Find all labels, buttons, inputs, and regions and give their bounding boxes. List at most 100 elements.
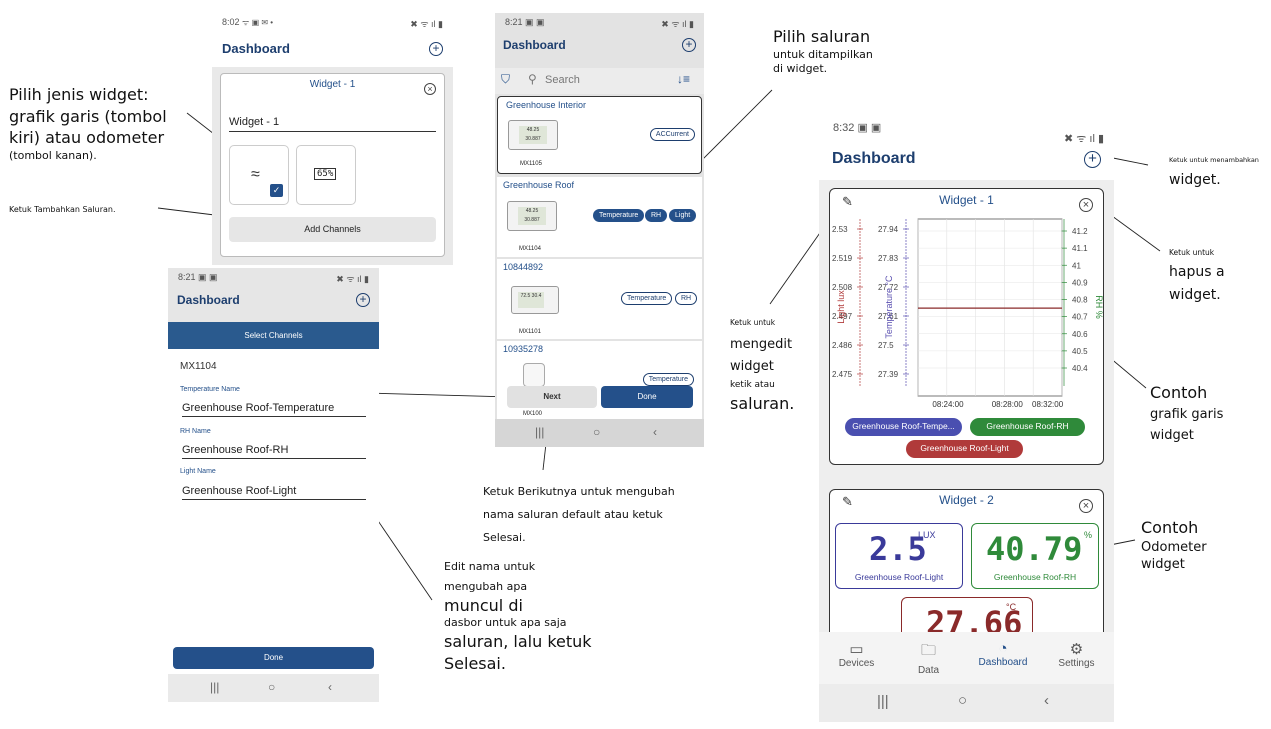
widget-title: Widget - 2 bbox=[939, 493, 994, 507]
tick-label: 40.8 bbox=[1072, 296, 1088, 305]
axis-title: Light lux bbox=[836, 290, 846, 324]
tick-label: 27.5 bbox=[878, 341, 894, 350]
annotation-add-widget: Ketuk untuk menambahkan widget. bbox=[1169, 156, 1259, 190]
widget-name-input[interactable]: Widget - 1 bbox=[229, 116, 436, 132]
legend-chip-temperature[interactable]: Greenhouse Roof-Tempe... bbox=[845, 418, 962, 436]
logger-image: 48.25 30.887 bbox=[507, 201, 557, 231]
odometer-light: 2.5 LUX Greenhouse Roof-Light bbox=[835, 523, 963, 589]
page-title: Dashboard bbox=[177, 293, 240, 307]
annotation-line: di widget. bbox=[773, 62, 828, 76]
tick-label: 40.9 bbox=[1072, 278, 1088, 287]
annotation-line: grafik garis bbox=[1150, 406, 1224, 422]
annotation-line: saluran, lalu ketuk bbox=[444, 632, 592, 652]
add-widget-icon[interactable]: + bbox=[1084, 151, 1101, 168]
status-bar: 8:02 ᯤ ▣ ✉ •✖ ᯤ ıl ▮ bbox=[222, 17, 443, 29]
annotation-line: untuk ditampilkan bbox=[773, 47, 873, 61]
field-label: Light Name bbox=[180, 468, 216, 475]
add-widget-icon[interactable]: + bbox=[429, 42, 443, 56]
legend-chip-rh[interactable]: Greenhouse Roof-RH bbox=[970, 418, 1085, 436]
add-widget-icon[interactable]: + bbox=[356, 293, 370, 307]
add-channels-button[interactable]: Add Channels bbox=[229, 217, 436, 242]
nav-data[interactable]: 🗀Data bbox=[901, 640, 956, 676]
axis-title: RH % bbox=[1094, 295, 1104, 319]
annotation-edit-widget: Ketuk untuk mengedit widget ketik atau s… bbox=[730, 318, 794, 415]
annotation-line: Ketuk Tambahkan Saluran. bbox=[9, 205, 116, 214]
annotation-line: Ketuk Berikutnya untuk mengubah bbox=[483, 485, 675, 498]
channel-pill-selected[interactable]: Temperature bbox=[593, 209, 645, 222]
filter-icon[interactable]: ⛉ bbox=[501, 72, 511, 86]
tick-label: 2.475 bbox=[832, 370, 853, 379]
annotation-delete-widget: Ketuk untuk hapus a widget. bbox=[1169, 248, 1225, 305]
odometer-button[interactable]: 65% bbox=[296, 145, 356, 205]
odometer-value: 40.79 bbox=[986, 530, 1083, 568]
annotation-line: Ketuk untuk bbox=[1169, 248, 1215, 257]
back-icon[interactable]: ‹ bbox=[328, 680, 332, 694]
nav-settings[interactable]: ⚙Settings bbox=[1049, 640, 1104, 669]
edit-icon[interactable]: ✎ bbox=[842, 494, 853, 509]
status-time: 8:21 bbox=[178, 272, 196, 282]
device-card[interactable]: Greenhouse Roof 48.25 30.887 MX1104 Temp… bbox=[497, 177, 702, 257]
device-card[interactable]: 10844892 72.5 30.4 MX1101 Temperature RH bbox=[497, 259, 702, 339]
annotation-line: nama saluran default atau ketuk bbox=[483, 508, 663, 522]
app-header bbox=[168, 286, 379, 322]
widget-title: Widget - 1 bbox=[939, 193, 994, 207]
tick-label: 41 bbox=[1072, 261, 1081, 270]
chart-canvas: 2.532.5192.5082.4972.4862.47527.9427.832… bbox=[832, 218, 1104, 409]
odometer-unit: % bbox=[1083, 530, 1092, 540]
light-name-input[interactable]: Greenhouse Roof-Light bbox=[182, 485, 366, 500]
annotation-widget-type: Pilih jenis widget: grafik garis (tombol… bbox=[9, 84, 189, 164]
nav-dashboard[interactable]: ◔Dashboard bbox=[972, 640, 1034, 668]
annotation-line: saluran. bbox=[730, 394, 795, 414]
screen-dashboard: 8:32 ▣ ▣✖ ᯤ ıl ▮ Dashboard + ✎ Widget - … bbox=[819, 105, 1114, 722]
legend-chip-light[interactable]: Greenhouse Roof-Light bbox=[906, 440, 1023, 458]
temperature-name-input[interactable]: Greenhouse Roof-Temperature bbox=[182, 402, 366, 417]
channel-pill-selected[interactable]: Light bbox=[669, 209, 697, 222]
close-icon[interactable]: × bbox=[1079, 499, 1093, 513]
home-icon[interactable]: ○ bbox=[268, 680, 276, 694]
home-icon[interactable]: ○ bbox=[958, 692, 968, 709]
back-icon[interactable]: ‹ bbox=[1044, 692, 1049, 709]
annotation-next-done: Ketuk Berikutnya untuk mengubah nama sal… bbox=[483, 480, 675, 549]
recent-apps-icon[interactable]: ||| bbox=[877, 693, 889, 710]
tick-label: 2.497 bbox=[832, 312, 853, 321]
close-icon[interactable]: × bbox=[424, 83, 436, 95]
add-widget-icon[interactable]: + bbox=[682, 38, 696, 52]
tick-label: 40.7 bbox=[1072, 313, 1088, 322]
field-label: Temperature Name bbox=[180, 386, 240, 393]
channel-pill[interactable]: RH bbox=[675, 292, 698, 305]
checkmark-icon: ✓ bbox=[270, 184, 283, 197]
close-icon[interactable]: × bbox=[1079, 198, 1093, 212]
done-button[interactable]: Done bbox=[173, 647, 374, 669]
channel-pill[interactable]: Temperature bbox=[642, 373, 694, 386]
next-button[interactable]: Next bbox=[507, 386, 597, 408]
nav-devices[interactable]: ▭Devices bbox=[829, 640, 884, 669]
done-button[interactable]: Done bbox=[601, 386, 693, 408]
channel-pill-selected[interactable]: RH bbox=[645, 209, 668, 222]
annotation-line: grafik garis (tombol bbox=[9, 106, 167, 126]
sort-icon[interactable]: ↓≡ bbox=[676, 72, 690, 86]
device-model: MX1105 bbox=[520, 161, 542, 167]
screen-device-list: 8:21 ▣ ▣✖ ᯤ ıl ▮ Dashboard + ⛉ ⚲ Search … bbox=[495, 13, 704, 447]
back-icon[interactable]: ‹ bbox=[653, 425, 657, 439]
odometer-unit: LUX bbox=[918, 530, 936, 540]
tick-label: 2.486 bbox=[832, 341, 853, 350]
edit-icon[interactable]: ✎ bbox=[842, 194, 853, 209]
annotation-odo-example: Contoh Odometer widget bbox=[1141, 517, 1207, 574]
recent-apps-icon[interactable]: ||| bbox=[210, 680, 220, 694]
search-input[interactable]: Search bbox=[545, 74, 580, 86]
recent-apps-icon[interactable]: ||| bbox=[535, 425, 545, 439]
status-bar: 8:21 ▣ ▣✖ ᯤ ıl ▮ bbox=[505, 17, 694, 29]
tick-label: 27.83 bbox=[878, 254, 899, 263]
device-name: Greenhouse Interior bbox=[506, 100, 587, 110]
logger-display: 48.25 30.887 bbox=[519, 126, 547, 144]
bottom-nav: ▭Devices 🗀Data ◔Dashboard ⚙Settings bbox=[819, 632, 1114, 684]
logger-display: 72.5 30.4 bbox=[518, 292, 544, 308]
device-card[interactable]: Greenhouse Interior 48.25 30.887 MX1105 … bbox=[497, 96, 702, 174]
channel-pill[interactable]: Temperature bbox=[621, 292, 673, 305]
channel-pill[interactable]: ACCurrent bbox=[649, 128, 695, 141]
home-icon[interactable]: ○ bbox=[593, 425, 601, 439]
rh-name-input[interactable]: Greenhouse Roof-RH bbox=[182, 444, 366, 459]
gauge-icon: ◔ bbox=[998, 640, 1008, 657]
line-graph-button[interactable]: ≈ ✓ bbox=[229, 145, 289, 205]
